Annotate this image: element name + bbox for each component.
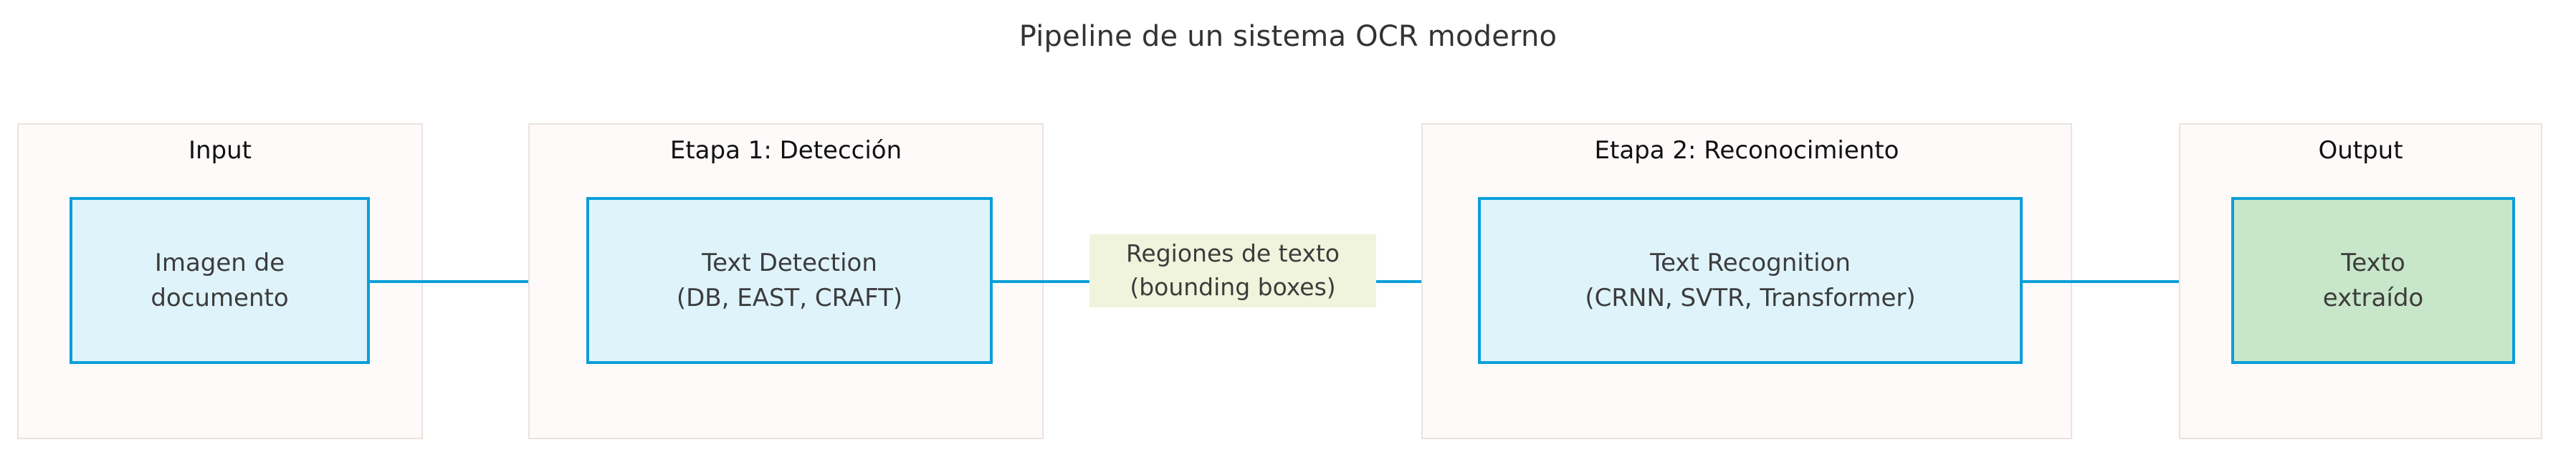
edge-recognition-to-output-line	[2023, 280, 2210, 283]
node-imagen-documento-line2: documento	[151, 283, 289, 312]
node-imagen-documento-line1: Imagen de	[154, 249, 285, 278]
node-text-detection-line2: (DB, EAST, CRAFT)	[676, 283, 903, 312]
node-texto-extraido[interactable]: Texto extraído	[2231, 197, 2515, 364]
node-text-detection-line1: Text Detection	[702, 249, 877, 278]
page-title: Pipeline de un sistema OCR moderno	[1019, 20, 1557, 53]
node-text-recognition[interactable]: Text Recognition (CRNN, SVTR, Transforme…	[1478, 197, 2023, 364]
node-text-recognition-line2: (CRNN, SVTR, Transformer)	[1585, 283, 1916, 312]
node-texto-extraido-line2: extraído	[2322, 283, 2424, 312]
node-texto-extraido-line1: Texto	[2341, 249, 2405, 278]
edge-input-to-detection-line	[370, 280, 576, 283]
node-imagen-documento[interactable]: Imagen de documento	[70, 197, 370, 364]
edge-label-line1: Regiones de texto	[1125, 239, 1340, 267]
cluster-output-label: Output	[2318, 136, 2403, 165]
node-text-detection[interactable]: Text Detection (DB, EAST, CRAFT)	[586, 197, 993, 364]
cluster-input-label: Input	[188, 136, 252, 165]
cluster-etapa-1-label: Etapa 1: Detección	[669, 136, 902, 165]
node-text-recognition-line1: Text Recognition	[1650, 249, 1851, 278]
edge-label-regiones-de-texto: Regiones de texto (bounding boxes)	[1089, 234, 1376, 307]
cluster-etapa-2-label: Etapa 2: Reconocimiento	[1594, 136, 1899, 165]
edge-label-line2: (bounding boxes)	[1130, 272, 1336, 301]
